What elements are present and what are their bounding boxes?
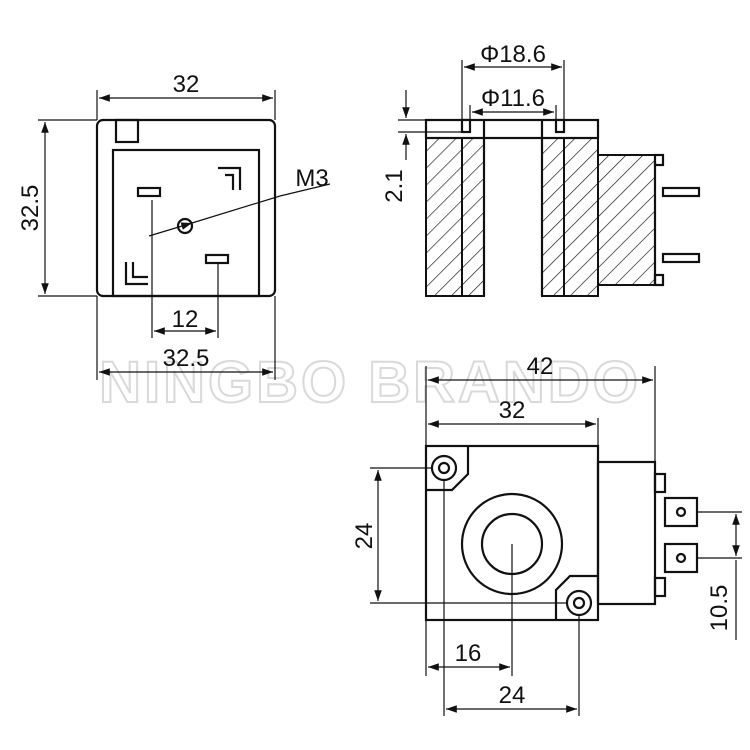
dim-flange: 2.1 bbox=[381, 169, 408, 202]
section-view: Φ18.6 Φ11.6 2.1 bbox=[381, 41, 701, 297]
dim-inner-bore: Φ11.6 bbox=[481, 85, 545, 112]
dim-body-width: 32 bbox=[499, 397, 526, 424]
top-view: 42 32 24 16 24 10.5 bbox=[351, 353, 742, 716]
dim-center-offset: 16 bbox=[455, 640, 482, 667]
dim-front-width-bottom: 32.5 bbox=[163, 345, 210, 372]
dim-terminal-spacing: 10.5 bbox=[706, 585, 733, 632]
dim-overall-width: 42 bbox=[527, 353, 554, 380]
dim-hole-spacing-vertical: 24 bbox=[351, 523, 378, 550]
dim-thread-label: M3 bbox=[295, 165, 328, 192]
dim-pin-spacing: 12 bbox=[172, 306, 199, 333]
front-view: 32 32.5 M3 12 32.5 bbox=[17, 71, 331, 380]
dim-outer-bore: Φ18.6 bbox=[480, 41, 546, 68]
dim-hole-spacing-horizontal: 24 bbox=[499, 682, 526, 709]
dim-front-height: 32.5 bbox=[17, 185, 44, 232]
dim-front-width-top: 32 bbox=[173, 71, 200, 98]
